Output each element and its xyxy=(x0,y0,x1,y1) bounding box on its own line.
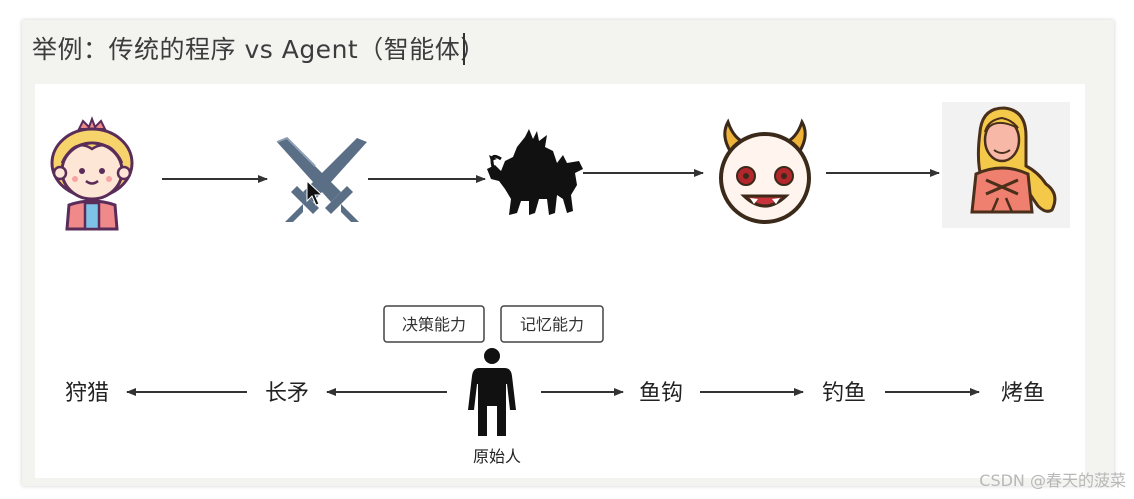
primitive-man-label: 原始人 xyxy=(473,447,521,466)
devil-face-icon xyxy=(719,118,811,224)
text-cursor xyxy=(463,33,465,65)
node-fishhook: 鱼钩 xyxy=(639,381,683,406)
diagram-canvas: 决策能力 记忆能力 原始人 长矛 狩猎 鱼钩 钓鱼 烤鱼 xyxy=(35,84,1085,478)
top-chain-arrows xyxy=(162,169,940,183)
person-icon xyxy=(468,348,516,436)
node-hunting: 狩猎 xyxy=(65,381,109,406)
watermark: CSDN @春天的菠菜 xyxy=(979,471,1126,490)
ability-memory-box: 记忆能力 xyxy=(500,305,604,343)
princess-rescued-icon xyxy=(942,102,1070,228)
ability-decision-label: 决策能力 xyxy=(402,315,466,334)
demon-beast-icon xyxy=(487,129,583,215)
crossed-swords-icon xyxy=(276,136,367,222)
mouse-pointer-icon xyxy=(306,179,324,206)
node-fishing: 钓鱼 xyxy=(822,381,866,406)
ability-decision-box: 决策能力 xyxy=(383,305,485,343)
ability-memory-label: 记忆能力 xyxy=(520,315,584,334)
node-grilled-fish: 烤鱼 xyxy=(1001,381,1045,406)
princess-icon xyxy=(50,116,134,231)
diagram: 决策能力 记忆能力 原始人 长矛 狩猎 鱼钩 钓鱼 烤鱼 xyxy=(50,102,1070,466)
slide-title: 举例：传统的程序 vs Agent（智能体） xyxy=(32,35,486,64)
node-spear: 长矛 xyxy=(265,381,309,406)
